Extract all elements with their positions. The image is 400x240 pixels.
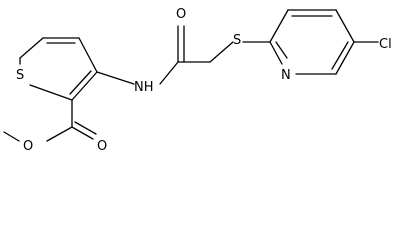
bond-py-c5-c6-inner: [331, 41, 349, 70]
molecule-drawing: S NH O S N Cl O O: [3, 7, 392, 154]
bond-ccarbonyl-o-ether: [46, 126, 73, 142]
atom-label-amide-o: O: [176, 7, 186, 22]
bond-py-n-c2: [269, 41, 283, 65]
bond-ch2-s: [209, 41, 234, 63]
pyridine-ring: [269, 9, 379, 75]
methyl-ester-group: [3, 99, 97, 142]
thiophene-ring: [19, 37, 98, 101]
bond-py-c4-c5: [335, 9, 355, 43]
bond-c3-c2: [71, 71, 98, 101]
bond-c3-n: [96, 71, 135, 85]
bond-s-c5: [19, 37, 44, 59]
bond-o-methyl: [3, 131, 20, 142]
bond-py-c5-c6: [335, 41, 355, 75]
atom-label-ester-ether-o: O: [23, 139, 33, 154]
bond-ccarbonyl-o-double-1: [71, 126, 94, 140]
amide-linker: [96, 25, 271, 85]
atom-label-nh: NH: [134, 80, 154, 95]
bond-py-c2-c3: [269, 9, 289, 43]
chemical-structure-diagram: S NH O S N Cl O O: [3, 7, 392, 154]
atom-label-chlorine: Cl: [379, 37, 392, 52]
bond-c4-c3: [78, 37, 98, 73]
atom-label-pyridine-n: N: [281, 68, 291, 83]
atom-label-thiophene-s: S: [16, 68, 24, 83]
bond-n-ccarbonyl: [159, 61, 179, 85]
atom-label-thioether-s: S: [233, 33, 241, 48]
bond-py-n-c2-inner: [275, 41, 288, 59]
atom-label-ester-carbonyl-o: O: [97, 139, 107, 154]
bond-c2-s: [29, 84, 73, 101]
bond-c3-c2-inner: [69, 70, 92, 95]
bond-ccarbonyl-o-double-2: [74, 121, 97, 135]
